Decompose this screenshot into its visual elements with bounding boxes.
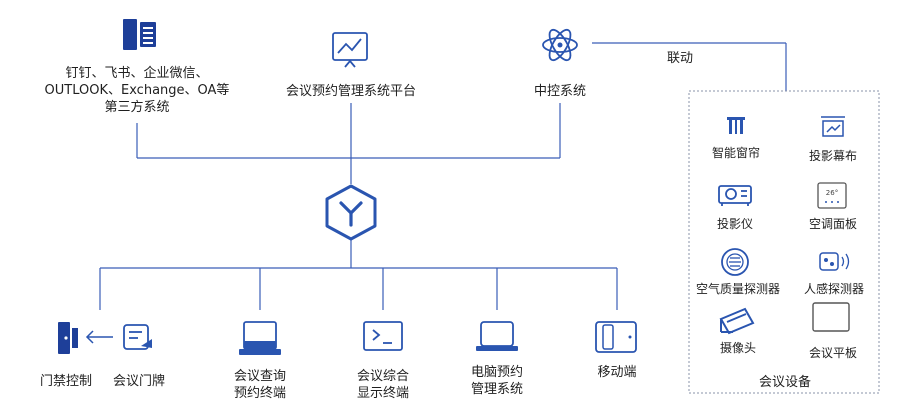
devices-panel: 智能窗帘 投影幕布 投影仪 26° 空调面板 xyxy=(688,90,880,394)
device-label-projector: 投影仪 xyxy=(717,216,753,231)
doorplate-label: 会议门牌 xyxy=(113,373,165,389)
devices-panel-border xyxy=(688,90,880,394)
mobile-label: 移动端 xyxy=(597,365,636,380)
device-label-meeting-tablet: 会议平板 xyxy=(809,346,857,360)
mobile-node: 移动端 xyxy=(595,321,637,380)
query-terminal-node: 会议查询 预约终端 xyxy=(234,321,286,401)
central-control-label: 中控系统 xyxy=(534,84,586,99)
projector-icon xyxy=(718,185,752,206)
ac-panel-icon: 26° xyxy=(817,182,847,209)
devices-title: 会议设备 xyxy=(759,374,811,390)
doorplate-node: 会议门牌 xyxy=(113,324,165,389)
projection-screen-icon xyxy=(821,116,845,137)
device-label-ac-panel: 空调面板 xyxy=(809,217,857,231)
hub-logo-icon xyxy=(325,184,377,241)
platform-label: 会议预约管理系统平台 xyxy=(286,84,416,99)
third-party-node: 钉钉、飞书、企业微信、 OUTLOOK、Exchange、OA等 第三方系统 xyxy=(45,19,230,115)
pc-system-label-line1: 电脑预约 xyxy=(471,365,523,380)
mobile-devices-icon xyxy=(595,321,637,353)
third-party-label-line3: 第三方系统 xyxy=(104,99,169,115)
connector-lines xyxy=(99,42,787,310)
office-app-icon xyxy=(123,19,156,50)
pc-system-node: 电脑预约 管理系统 xyxy=(471,321,523,397)
query-terminal-label-line1: 会议查询 xyxy=(234,369,286,384)
third-party-label-line2: OUTLOOK、Exchange、OA等 xyxy=(45,82,230,98)
device-label-camera: 摄像头 xyxy=(720,340,756,355)
laptop-icon xyxy=(476,321,518,351)
air-quality-sensor-icon xyxy=(721,248,749,276)
terminal-icon xyxy=(363,321,403,351)
device-label-curtain: 智能窗帘 xyxy=(712,145,760,160)
device-label-air-quality: 空气质量探测器 xyxy=(696,281,780,296)
central-control-node: 中控系统 xyxy=(534,28,586,99)
platform-node: 会议预约管理系统平台 xyxy=(286,32,416,99)
access-control-node: 门禁控制 xyxy=(40,322,113,389)
display-terminal-label-line1: 会议综合 xyxy=(357,369,409,384)
link-label: 联动 xyxy=(667,51,693,66)
curtain-icon xyxy=(727,117,745,134)
presence-sensor-icon xyxy=(819,252,850,271)
kiosk-icon xyxy=(239,321,281,355)
atom-icon xyxy=(542,28,578,62)
arrow-left-icon xyxy=(85,330,113,344)
pc-system-label-line2: 管理系统 xyxy=(471,382,523,397)
third-party-label-line1: 钉钉、飞书、企业微信、 xyxy=(65,65,208,81)
device-label-presence-sensor: 人感探测器 xyxy=(804,281,864,296)
query-terminal-label-line2: 预约终端 xyxy=(234,385,286,401)
door-icon xyxy=(58,322,78,354)
monitor-chart-icon xyxy=(332,32,368,68)
doorplate-icon xyxy=(123,324,152,350)
camera-icon xyxy=(719,307,755,335)
device-label-projection-screen: 投影幕布 xyxy=(809,148,857,163)
meeting-tablet-icon xyxy=(812,302,850,332)
ac-display-text: 26° xyxy=(826,189,838,197)
display-terminal-label-line2: 显示终端 xyxy=(357,385,409,401)
display-terminal-node: 会议综合 显示终端 xyxy=(357,321,409,401)
access-control-label: 门禁控制 xyxy=(40,374,92,389)
